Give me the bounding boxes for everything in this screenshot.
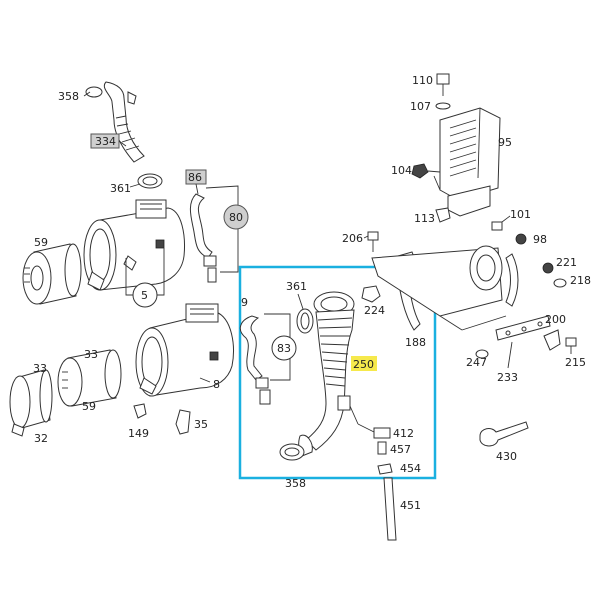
label-233: 233: [497, 371, 518, 384]
hose-9-part: [239, 315, 263, 381]
label-221: 221: [556, 256, 577, 269]
highlight-frame: [238, 265, 437, 480]
label-218: 218: [570, 274, 591, 287]
label-334: 334: [95, 135, 116, 148]
label-110: 110: [412, 74, 433, 87]
bolt-215: [565, 337, 577, 347]
label-107: 107: [410, 100, 431, 113]
part-200-clamp: [543, 329, 561, 351]
label-188: 188: [405, 336, 426, 349]
label-33-left: 33: [33, 362, 47, 375]
bolt-206: [367, 231, 379, 241]
label-83: 83: [277, 342, 291, 355]
part-457: [377, 441, 387, 455]
hose-334-part: [85, 81, 145, 163]
label-83-circle: [271, 335, 297, 361]
part-101: [491, 221, 503, 231]
label-224: 224: [364, 304, 385, 317]
label-86: 86: [188, 171, 202, 184]
air-filter-housing-upper: [83, 199, 185, 291]
label-451: 451: [400, 499, 421, 512]
hose-86-part: [189, 193, 213, 259]
label-33-right: 33: [84, 348, 98, 361]
label-5: 5: [141, 289, 148, 302]
air-filter-housing-lower: [135, 303, 234, 397]
label-412: 412: [393, 427, 414, 440]
label-9: 9: [241, 296, 248, 309]
intake-pipe-part: [371, 245, 519, 331]
label-8: 8: [213, 378, 220, 391]
label-247: 247: [466, 356, 487, 369]
label-59-top: 59: [34, 236, 48, 249]
label-32: 32: [34, 432, 48, 445]
filter-element-59-lower: [57, 349, 122, 407]
label-250-highlight: [351, 356, 377, 371]
nut-104: [411, 163, 429, 179]
part-451: [383, 477, 397, 541]
strap-430: [479, 421, 529, 447]
nut-221: [542, 262, 554, 274]
part-98: [515, 233, 527, 245]
filter-element-59-upper: [22, 243, 82, 305]
part-224: [361, 285, 381, 303]
label-454: 454: [400, 462, 421, 475]
label-98: 98: [533, 233, 547, 246]
label-358-top: 358: [58, 90, 79, 103]
label-104: 104: [391, 164, 412, 177]
label-149: 149: [128, 427, 149, 440]
part-35: [175, 409, 191, 435]
intake-hose-250-part: [298, 291, 355, 457]
bolt-110: [436, 73, 450, 85]
label-80-circle: [223, 204, 249, 230]
cover-32-part: [9, 369, 53, 437]
part-454: [377, 463, 393, 475]
part-412: [373, 427, 391, 439]
label-361-left: 361: [110, 182, 131, 195]
label-95: 95: [498, 136, 512, 149]
label-206: 206: [342, 232, 363, 245]
housing-95-part: [439, 107, 501, 217]
label-59-bottom: 59: [82, 400, 96, 413]
part-149: [133, 403, 147, 419]
washer-218: [553, 278, 567, 288]
label-200: 200: [545, 313, 566, 326]
nut-113: [435, 207, 451, 223]
washer-107: [435, 102, 451, 110]
label-101: 101: [510, 208, 531, 221]
label-457: 457: [390, 443, 411, 456]
label-361-center: 361: [286, 280, 307, 293]
label-113: 113: [414, 212, 435, 225]
label-358-bottom: 358: [285, 477, 306, 490]
label-215: 215: [565, 356, 586, 369]
washer-247: [475, 349, 489, 359]
label-430: 430: [496, 450, 517, 463]
label-250: 250: [353, 358, 374, 371]
label-80: 80: [229, 211, 243, 224]
label-35: 35: [194, 418, 208, 431]
